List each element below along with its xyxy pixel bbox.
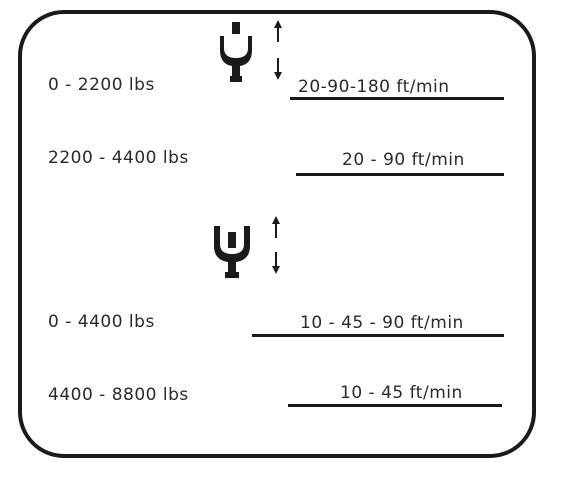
row-1-rule bbox=[290, 97, 504, 100]
row-2-rule bbox=[296, 173, 504, 176]
row-4-speed: 10 - 45 ft/min bbox=[340, 383, 463, 403]
row-4-load: 4400 - 8800 lbs bbox=[48, 385, 189, 405]
double-hook-icon bbox=[214, 226, 250, 278]
row-4-rule bbox=[288, 404, 502, 407]
single-hook-icon bbox=[220, 22, 252, 82]
row-1-load: 0 - 2200 lbs bbox=[48, 75, 155, 95]
row-3-load: 0 - 4400 lbs bbox=[48, 312, 155, 332]
row-1-speed: 20-90-180 ft/min bbox=[298, 77, 450, 97]
rounded-frame bbox=[18, 10, 536, 458]
row-2-speed: 20 - 90 ft/min bbox=[342, 150, 465, 170]
up-down-arrow-icon bbox=[274, 20, 282, 80]
row-2-load: 2200 - 4400 lbs bbox=[48, 148, 189, 168]
row-3-rule bbox=[252, 334, 504, 337]
row-3-speed: 10 - 45 - 90 ft/min bbox=[300, 313, 464, 333]
up-down-arrow-icon bbox=[272, 216, 280, 274]
